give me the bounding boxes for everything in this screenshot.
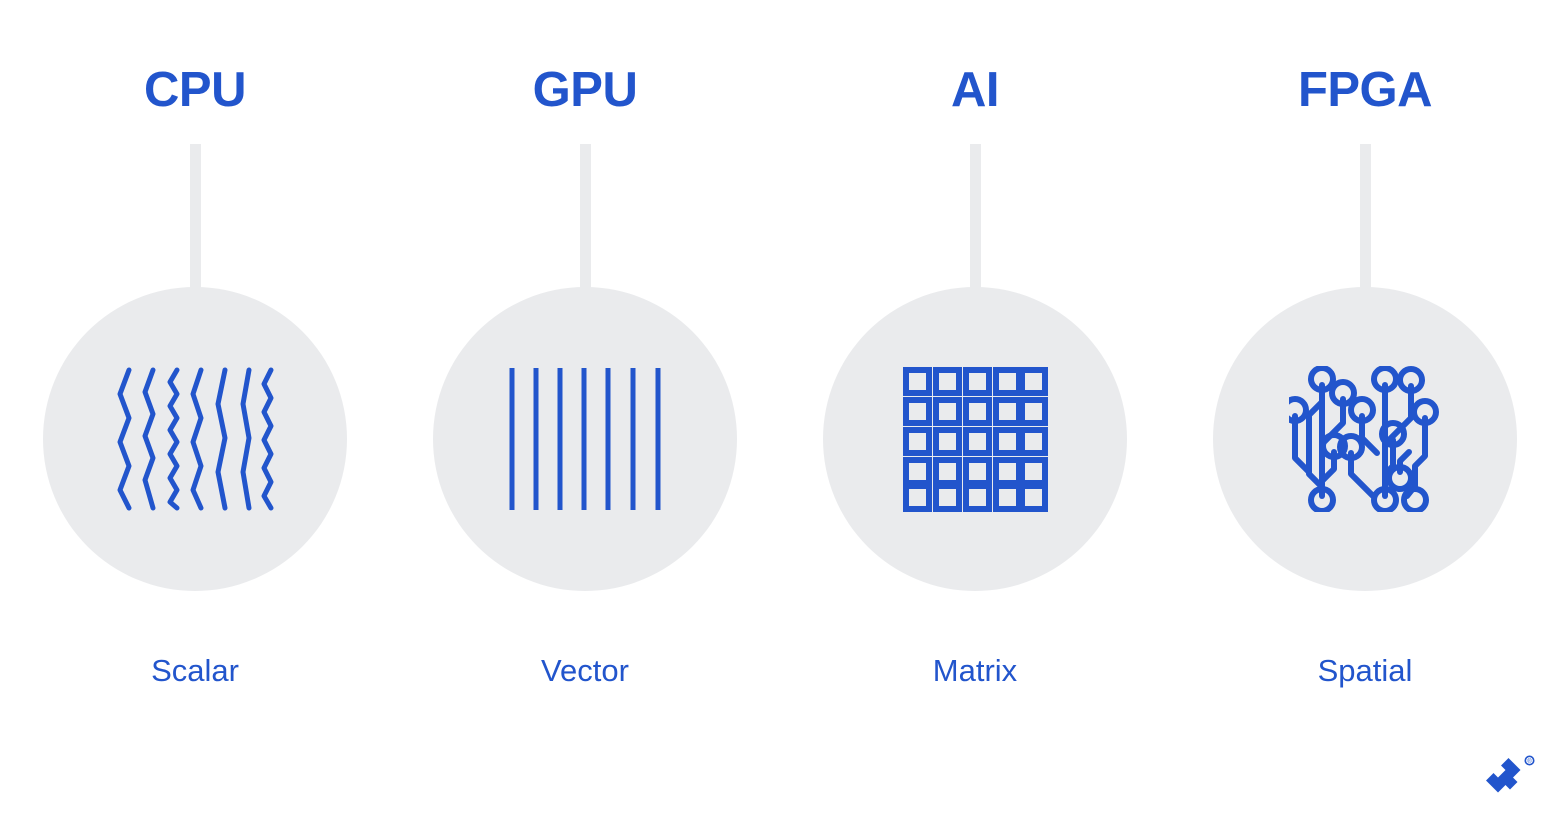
column-caption-ai: Matrix bbox=[932, 653, 1018, 688]
processor-column-gpu[interactable]: GPU Vector bbox=[390, 0, 780, 760]
toptal-logo-icon: ® bbox=[1486, 755, 1535, 793]
processor-column-fpga[interactable]: FPGA bbox=[1170, 0, 1560, 760]
icon-bubble-cpu bbox=[43, 287, 347, 591]
connector-stem-ai bbox=[969, 144, 981, 294]
vertical-lines-icon bbox=[509, 368, 661, 510]
column-title-fpga: FPGA bbox=[1297, 62, 1433, 117]
toptal-logo[interactable]: ® bbox=[1482, 754, 1538, 802]
connector-stem-fpga bbox=[1359, 144, 1371, 294]
processor-columns: CPU Scalar GPU bbox=[0, 0, 1560, 760]
connector-stem-gpu bbox=[579, 144, 591, 294]
column-title-gpu: GPU bbox=[532, 62, 638, 117]
column-caption-cpu: Scalar bbox=[151, 653, 239, 688]
registered-trademark-symbol: ® bbox=[1527, 758, 1532, 765]
connector-stem-cpu bbox=[189, 144, 201, 294]
column-caption-gpu: Vector bbox=[541, 653, 629, 688]
column-title-ai: AI bbox=[951, 62, 1000, 117]
icon-bubble-ai bbox=[823, 287, 1127, 591]
icon-bubble-fpga bbox=[1213, 287, 1517, 591]
processor-column-ai[interactable]: AI bbox=[780, 0, 1170, 760]
column-caption-fpga: Spatial bbox=[1317, 653, 1413, 688]
circuit-board-icon bbox=[1289, 366, 1439, 512]
column-title-cpu: CPU bbox=[144, 62, 246, 117]
grid-squares-icon bbox=[902, 366, 1048, 512]
processor-column-cpu[interactable]: CPU Scalar bbox=[0, 0, 390, 760]
wavy-lines-icon bbox=[117, 367, 274, 511]
icon-bubble-gpu bbox=[433, 287, 737, 591]
